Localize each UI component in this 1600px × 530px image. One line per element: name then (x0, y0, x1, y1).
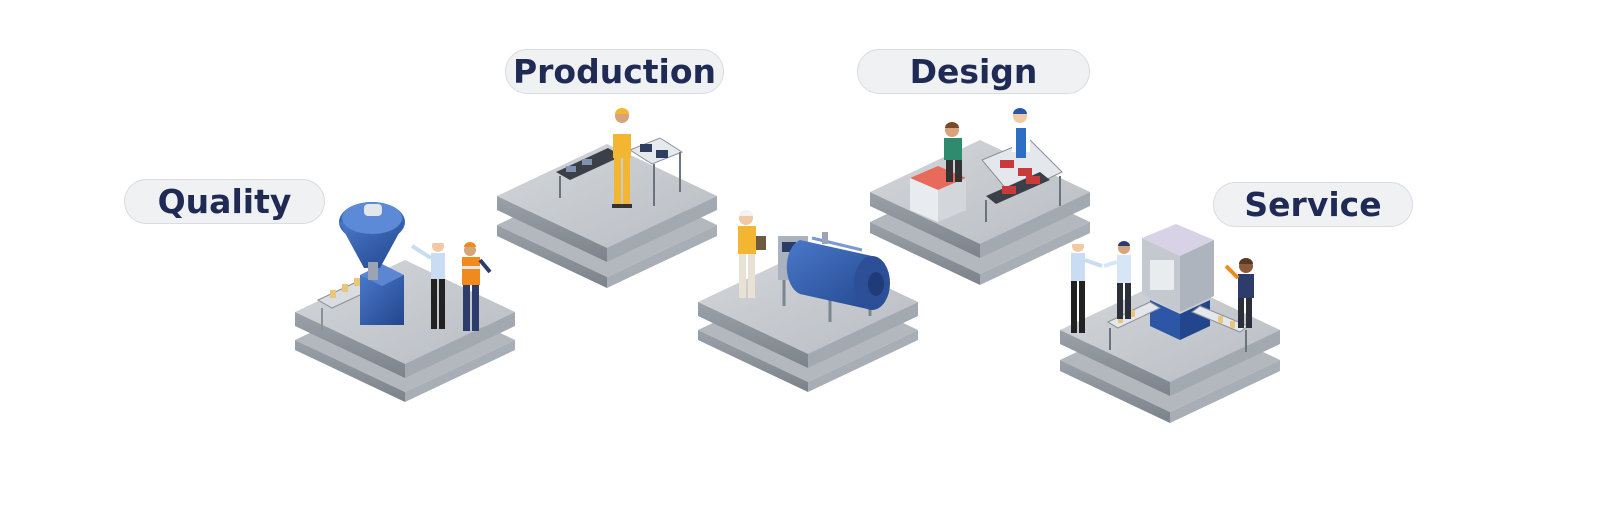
label-design-text: Design (909, 52, 1038, 91)
label-quality-text: Quality (157, 182, 292, 221)
worker-yellow-overalls-icon (612, 108, 632, 208)
worker-inspector-icon (1224, 258, 1254, 328)
platform-design (870, 140, 1090, 285)
label-design[interactable]: Design (857, 49, 1090, 94)
worker-technician-icon (738, 210, 766, 298)
platform-quality (295, 260, 515, 402)
label-service[interactable]: Service (1213, 182, 1413, 227)
label-quality[interactable]: Quality (124, 179, 325, 224)
label-service-text: Service (1244, 185, 1382, 224)
food-processing-line-icon (910, 139, 1063, 222)
assembly-bench-icon (556, 137, 684, 206)
worker-handshake-right-icon (1103, 241, 1131, 319)
platform-production (497, 144, 717, 288)
worker-engineer-icon (410, 238, 445, 329)
filling-machine-icon (316, 202, 405, 330)
label-production[interactable]: Production (505, 49, 724, 94)
worker-safety-vest-icon (462, 242, 492, 331)
autoclave-tank-icon (778, 232, 890, 322)
worker-handshake-left-icon (1071, 239, 1103, 333)
packaging-machine-icon (1106, 224, 1249, 352)
worker-blue-apron-icon (1012, 108, 1030, 158)
worker-green-apron-icon (944, 122, 962, 182)
label-production-text: Production (512, 52, 717, 91)
